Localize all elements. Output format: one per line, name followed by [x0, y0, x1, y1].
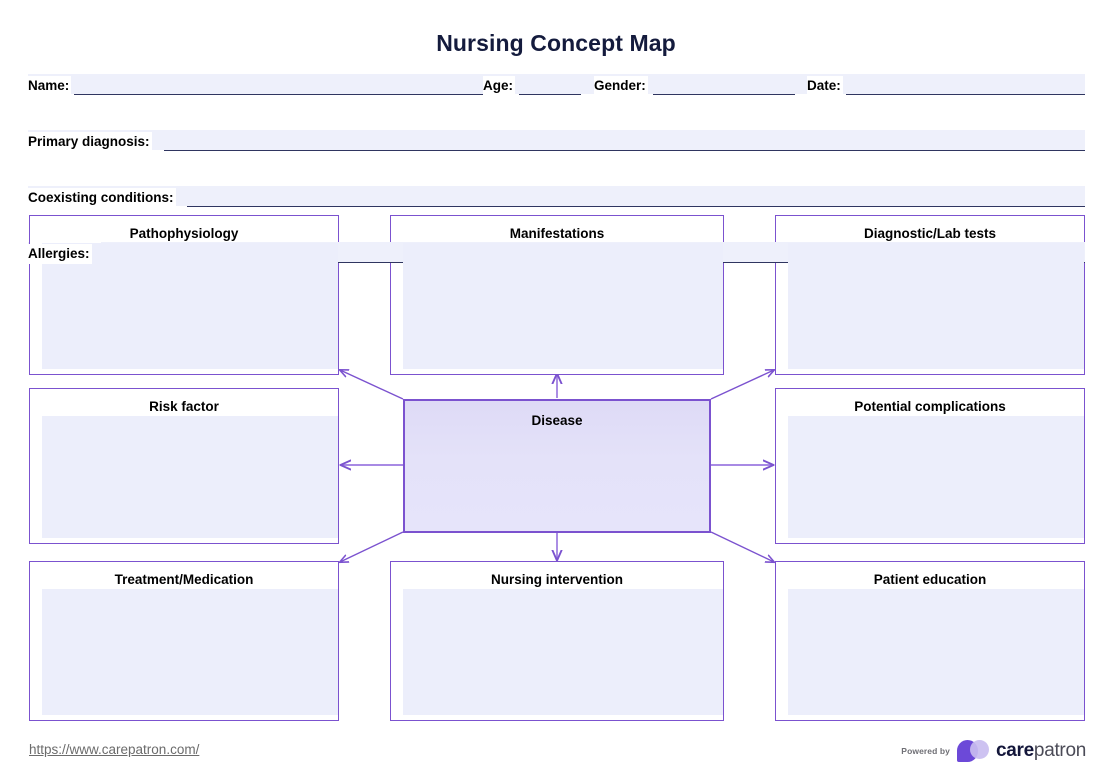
- node-manifestations-label: Manifestations: [509, 226, 605, 241]
- node-manifestations[interactable]: Manifestations: [390, 215, 724, 375]
- node-patient-education-label: Patient education: [873, 572, 987, 587]
- wordmark-patron: patron: [1033, 740, 1086, 761]
- carepatron-wordmark: care patron: [996, 740, 1086, 762]
- page-title: Nursing Concept Map: [436, 30, 676, 56]
- allergies-label: Allergies:: [28, 244, 92, 264]
- node-diagnostic-lab-tests-input[interactable]: [788, 243, 1084, 369]
- primary-diagnosis-input[interactable]: [164, 130, 1085, 151]
- form-row-identity: Name: Age: Gender: Date:: [28, 74, 1085, 102]
- node-risk-factor[interactable]: Risk factor: [29, 388, 339, 544]
- coexisting-conditions-label: Coexisting conditions:: [28, 188, 176, 208]
- wordmark-care: care: [996, 740, 1034, 761]
- node-patient-education-input[interactable]: [788, 589, 1084, 715]
- name-input[interactable]: [74, 74, 500, 95]
- node-nursing-intervention-input[interactable]: [403, 589, 723, 715]
- name-label: Name:: [28, 76, 72, 96]
- node-disease-label: Disease: [531, 413, 583, 428]
- node-disease[interactable]: Disease: [403, 399, 711, 533]
- form-row-primary-diagnosis: Primary diagnosis:: [28, 130, 1085, 158]
- node-potential-complications-label: Potential complications: [854, 399, 1006, 414]
- gender-input[interactable]: [653, 74, 795, 95]
- node-treatment-medication-input[interactable]: [42, 589, 338, 715]
- node-pathophysiology-input[interactable]: [42, 243, 338, 369]
- coexisting-conditions-input[interactable]: [187, 186, 1085, 207]
- age-input[interactable]: [519, 74, 581, 95]
- patient-info-form: Name: Age: Gender: Date: Primary diagnos…: [28, 74, 1085, 264]
- node-risk-factor-label: Risk factor: [149, 399, 219, 414]
- node-treatment-medication[interactable]: Treatment/Medication: [29, 561, 339, 721]
- date-label: Date:: [807, 76, 843, 96]
- node-nursing-intervention-label: Nursing intervention: [490, 572, 623, 587]
- node-patient-education[interactable]: Patient education: [775, 561, 1085, 721]
- node-diagnostic-lab-tests-label: Diagnostic/Lab tests: [863, 226, 997, 241]
- logo-circle-shape: [970, 740, 990, 759]
- date-input[interactable]: [846, 74, 1085, 95]
- node-potential-complications[interactable]: Potential complications: [775, 388, 1085, 544]
- form-row-coexisting-conditions: Coexisting conditions:: [28, 186, 1085, 214]
- node-manifestations-input[interactable]: [403, 243, 723, 369]
- node-pathophysiology-label: Pathophysiology: [129, 226, 239, 241]
- node-potential-complications-input[interactable]: [788, 416, 1084, 538]
- carepatron-branding: Powered by care patron: [901, 739, 1086, 763]
- node-pathophysiology[interactable]: Pathophysiology: [29, 215, 339, 375]
- age-label: Age:: [483, 76, 515, 96]
- carepatron-url-link[interactable]: https://www.carepatron.com/: [29, 742, 200, 757]
- node-risk-factor-input[interactable]: [42, 416, 338, 538]
- node-treatment-medication-label: Treatment/Medication: [114, 572, 254, 587]
- carepatron-logo-icon: [957, 739, 990, 763]
- primary-diagnosis-label: Primary diagnosis:: [28, 132, 152, 152]
- node-diagnostic-lab-tests[interactable]: Diagnostic/Lab tests: [775, 215, 1085, 375]
- node-nursing-intervention[interactable]: Nursing intervention: [390, 561, 724, 721]
- powered-by-label: Powered by: [901, 746, 951, 756]
- gender-label: Gender:: [594, 76, 648, 96]
